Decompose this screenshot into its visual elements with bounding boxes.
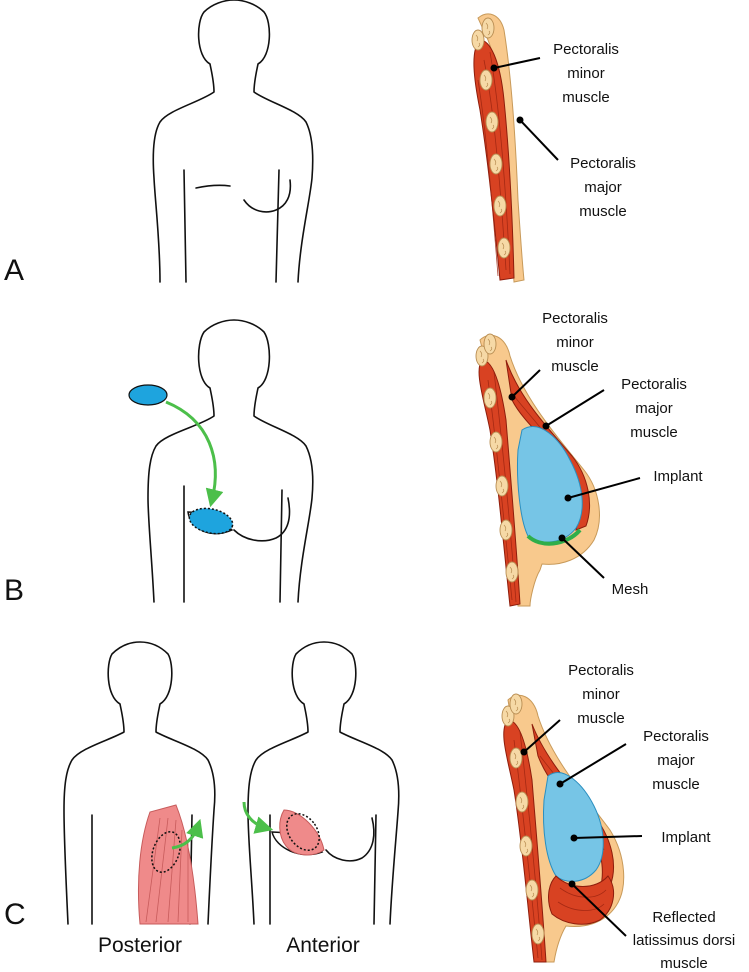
- mesh-b: [526, 528, 582, 546]
- svg-text:muscle: muscle: [660, 955, 708, 972]
- label-c-pec-major: Pectoralis major muscle: [643, 728, 709, 793]
- svg-text:muscle: muscle: [652, 776, 700, 793]
- dot-a-pec-minor: [490, 64, 498, 72]
- arrow-c-posterior: [171, 818, 204, 850]
- svg-text:Reflected: Reflected: [652, 909, 715, 926]
- leader-b-pec-major: [545, 389, 605, 427]
- dot-b-mesh: [558, 534, 566, 542]
- leader-b-pec-minor: [511, 369, 541, 398]
- label-c-implant: Implant: [661, 829, 711, 846]
- label-c-pec-minor: Pectoralis minor muscle: [568, 662, 634, 727]
- dot-c-latissimus: [568, 880, 576, 888]
- leader-c-latissimus: [571, 883, 627, 937]
- dot-a-pec-major: [516, 116, 524, 124]
- dot-b-implant: [564, 494, 572, 502]
- svg-text:major: major: [584, 179, 622, 196]
- leader-a-pec-major: [519, 119, 559, 161]
- torso-posterior: [63, 641, 216, 925]
- latissimus-flap-anterior: [279, 809, 325, 856]
- dot-c-pec-major: [556, 780, 564, 788]
- svg-text:major: major: [657, 752, 695, 769]
- label-c-latissimus: Reflected latissimus dorsi muscle: [633, 909, 736, 972]
- dot-c-pec-minor: [520, 748, 528, 756]
- svg-text:Pectoralis: Pectoralis: [568, 662, 634, 679]
- svg-text:Pectoralis: Pectoralis: [643, 728, 709, 745]
- torso-anterior: [247, 641, 400, 925]
- svg-text:Pectoralis: Pectoralis: [553, 41, 619, 58]
- panel-a-letter: A: [4, 254, 24, 287]
- svg-text:Pectoralis: Pectoralis: [621, 376, 687, 393]
- leader-c-pec-minor: [523, 719, 561, 753]
- svg-text:minor: minor: [567, 65, 605, 82]
- label-posterior: Posterior: [98, 934, 182, 957]
- svg-text:Pectoralis: Pectoralis: [570, 155, 636, 172]
- leader-a-pec-minor: [493, 57, 541, 69]
- arrow-b: [165, 400, 224, 508]
- panel-a: A Pectoralis minor: [4, 0, 636, 287]
- label-anterior: Anterior: [286, 934, 360, 957]
- leader-b-mesh: [561, 537, 605, 579]
- svg-text:muscle: muscle: [562, 89, 610, 106]
- panel-b: B: [4, 310, 703, 607]
- label-b-implant: Implant: [653, 468, 703, 485]
- cross-section-c: [501, 693, 625, 963]
- label-b-pec-minor: Pectoralis minor muscle: [542, 310, 608, 375]
- svg-text:muscle: muscle: [579, 203, 627, 220]
- latissimus-flap-posterior: [137, 804, 199, 925]
- arrow-c-anterior: [242, 801, 274, 834]
- label-a-pec-minor: Pectoralis minor muscle: [553, 41, 619, 106]
- torso-a: [152, 0, 314, 283]
- svg-text:muscle: muscle: [551, 358, 599, 375]
- panel-c-letter: C: [4, 898, 26, 931]
- svg-text:minor: minor: [556, 334, 594, 351]
- implant-placed-b: [188, 507, 234, 535]
- cross-section-a: [471, 13, 525, 283]
- leader-b-implant: [567, 477, 641, 499]
- panel-c: C Posterior Anterior: [4, 641, 736, 972]
- svg-text:major: major: [635, 400, 673, 417]
- dot-b-pec-major: [542, 422, 550, 430]
- leader-c-pec-major: [559, 743, 627, 785]
- panel-b-letter: B: [4, 574, 24, 607]
- svg-text:muscle: muscle: [577, 710, 625, 727]
- svg-text:minor: minor: [582, 686, 620, 703]
- dot-c-implant: [570, 834, 578, 842]
- svg-text:muscle: muscle: [630, 424, 678, 441]
- svg-text:latissimus dorsi: latissimus dorsi: [633, 932, 736, 949]
- leader-c-implant: [573, 835, 643, 839]
- cross-section-b: [475, 333, 600, 607]
- label-a-pec-major: Pectoralis major muscle: [570, 155, 636, 220]
- implant-source-b: [128, 384, 168, 406]
- torso-b: [147, 319, 314, 603]
- svg-text:Pectoralis: Pectoralis: [542, 310, 608, 327]
- label-b-mesh: Mesh: [612, 581, 649, 598]
- label-b-pec-major: Pectoralis major muscle: [621, 376, 687, 441]
- dot-b-pec-minor: [508, 393, 516, 401]
